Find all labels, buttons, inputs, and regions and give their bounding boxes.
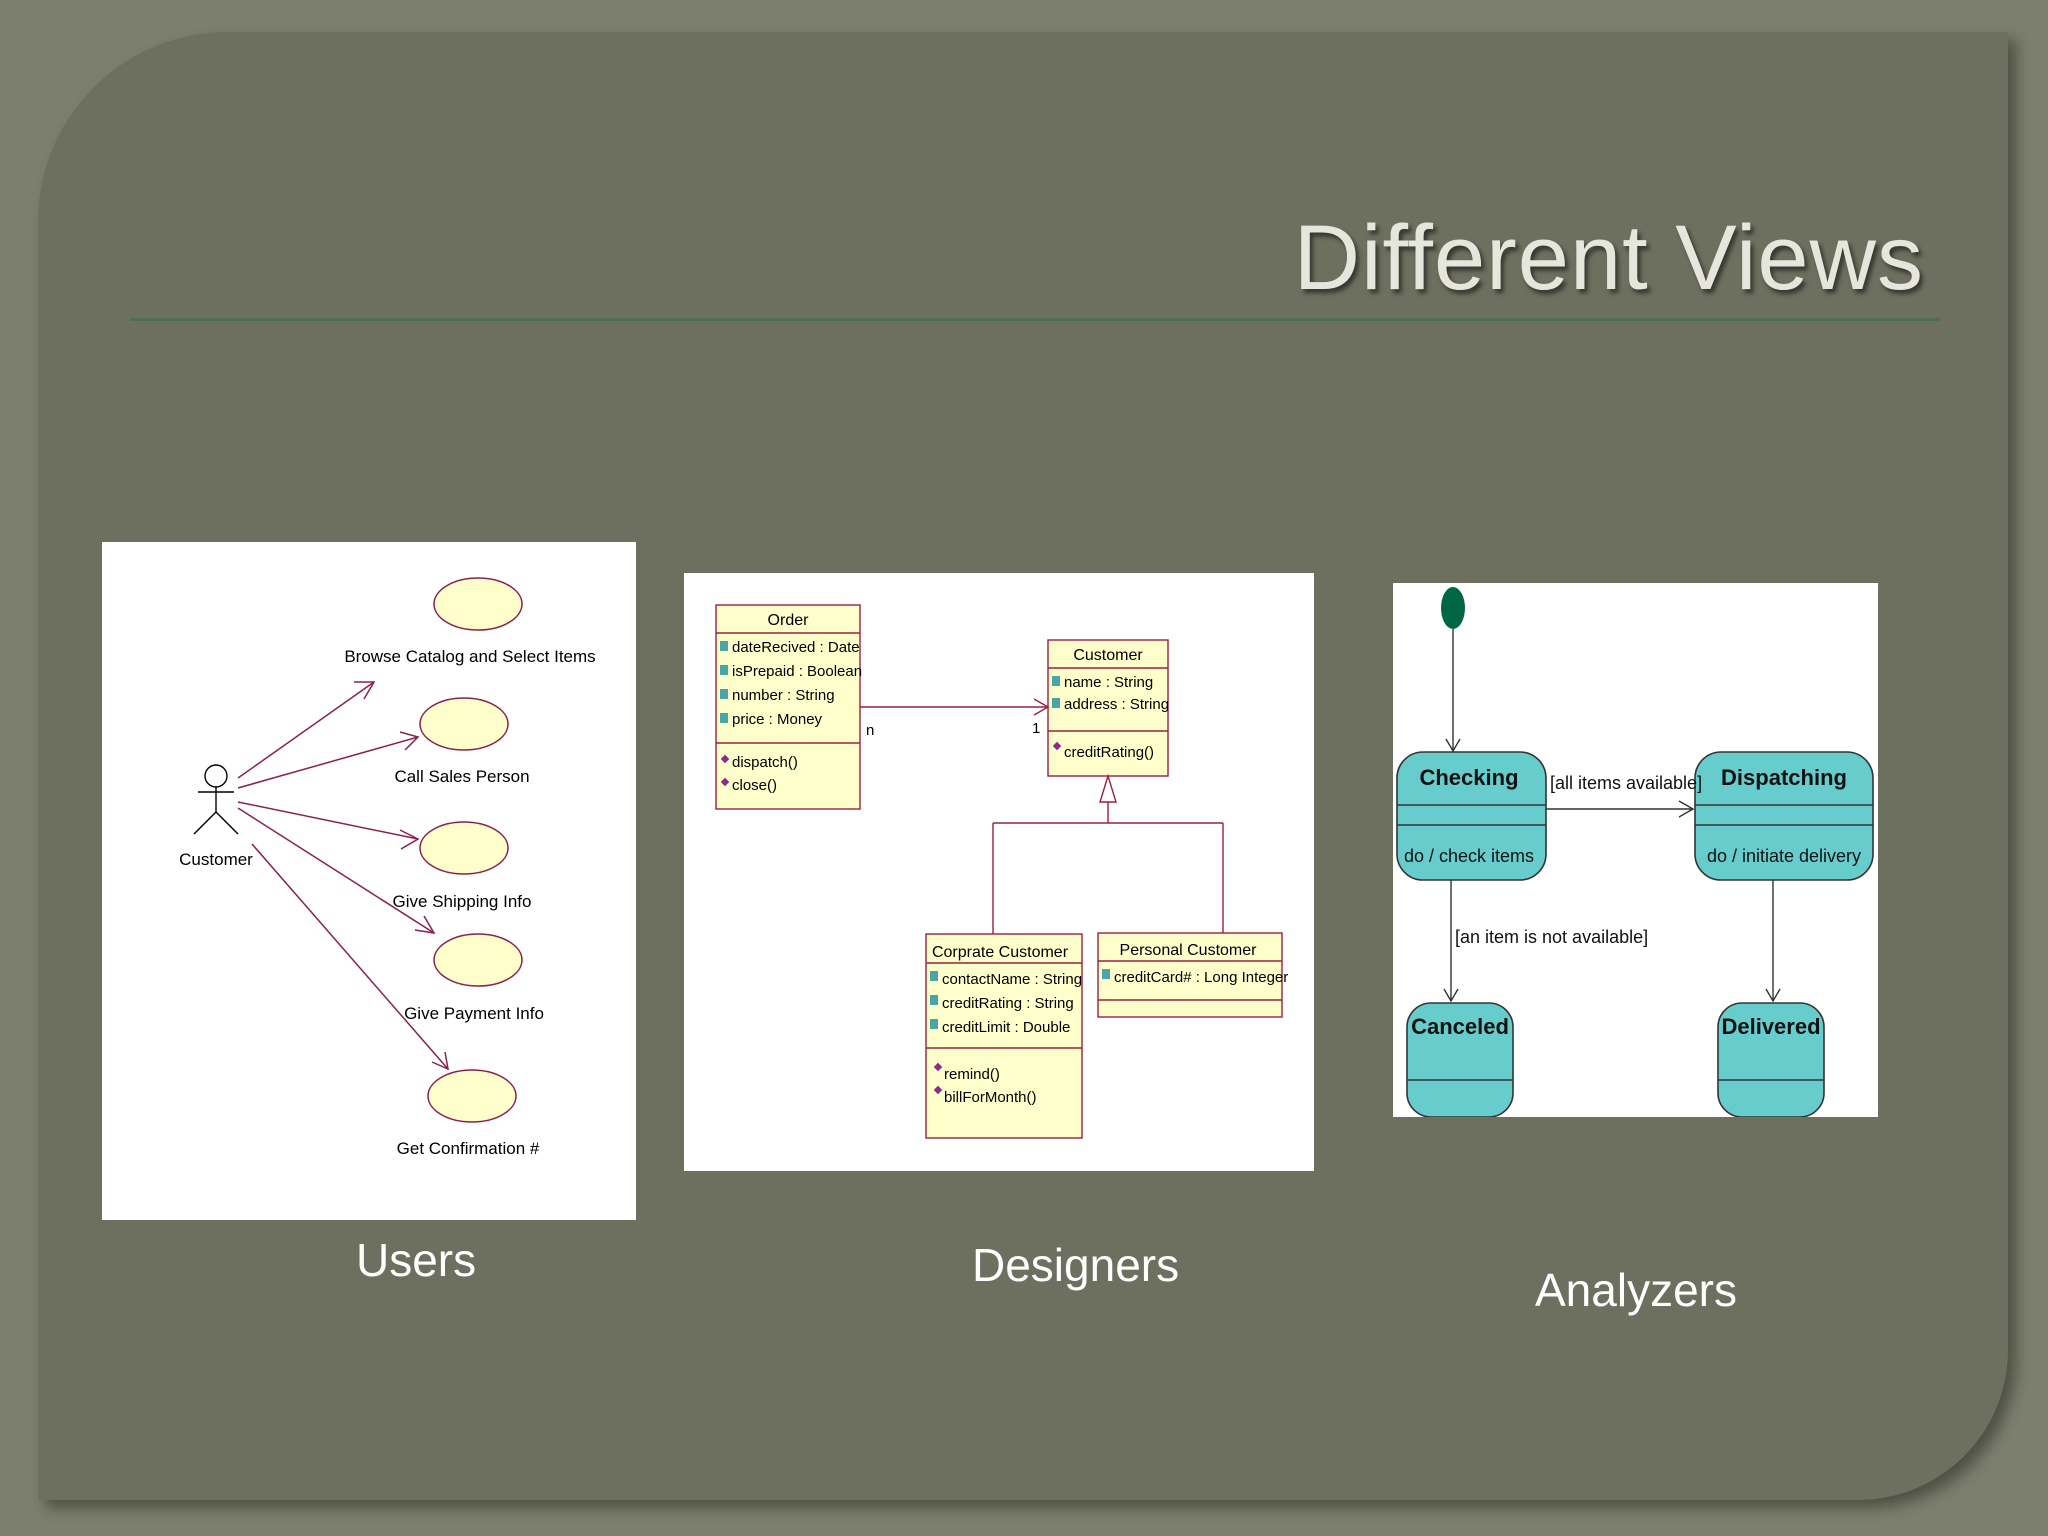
analyzers-caption: Analyzers [1535, 1264, 1737, 1316]
use-case-diagram: Customer Browse Catalog and Select Items… [179, 577, 596, 1158]
corporate-attribute: creditLimit : Double [942, 1019, 1070, 1036]
attribute-icon [1052, 698, 1060, 708]
customer-attribute: address : String [1064, 696, 1169, 713]
attribute-icon [930, 971, 938, 981]
order-attribute: price : Money [732, 711, 823, 728]
slide-title: Different Views [1293, 207, 1924, 309]
state-name: Dispatching [1721, 765, 1847, 790]
use-case-label: Get Confirmation # [397, 1139, 540, 1158]
association-line [860, 698, 1050, 716]
association-multiplicity: n [866, 722, 874, 739]
transition-guard: [all items available] [1550, 773, 1702, 793]
state-name: Canceled [1411, 1014, 1509, 1039]
customer-class-name: Customer [1073, 647, 1143, 664]
attribute-icon [720, 665, 728, 675]
personal-attribute: creditCard# : Long Integer [1114, 969, 1288, 986]
use-case-ellipse [427, 1069, 517, 1123]
generalization-arrow [1099, 773, 1117, 803]
use-case-label: Give Shipping Info [393, 892, 532, 911]
order-operation: dispatch() [732, 754, 798, 771]
corporate-class-name: Corprate Customer [932, 944, 1069, 961]
users-caption: Users [356, 1234, 477, 1286]
personal-customer-class [1097, 932, 1283, 1018]
initial-state [1441, 587, 1465, 629]
state-diagram-panel: Checking do / check items Dispatching do… [1393, 583, 1878, 1118]
state-name: Checking [1419, 765, 1518, 790]
order-attribute: number : String [732, 687, 835, 704]
state-delivered [1717, 1002, 1825, 1118]
use-case-label: Call Sales Person [394, 767, 529, 786]
use-case-ellipse [433, 933, 523, 987]
title-divider [130, 318, 1940, 321]
actor-icon [193, 764, 239, 835]
state-name: Delivered [1721, 1014, 1820, 1039]
state-dispatching [1694, 751, 1874, 881]
designers-caption: Designers [972, 1239, 1180, 1291]
state-transitions [1443, 629, 1781, 1003]
association-multiplicity: 1 [1032, 720, 1040, 737]
order-class [715, 604, 861, 810]
attribute-icon [720, 641, 728, 651]
actor-label: Customer [179, 850, 253, 869]
use-case-ellipse [419, 697, 509, 751]
corporate-operation: billForMonth() [944, 1089, 1037, 1106]
order-attribute: dateRecived : Date [732, 639, 860, 656]
class-diagram: Order dateRecived : Date isPrepaid : Boo… [715, 604, 1288, 1139]
class-diagram-panel: Order dateRecived : Date isPrepaid : Boo… [684, 573, 1314, 1171]
order-class-name: Order [768, 612, 810, 629]
state-diagram: Checking do / check items Dispatching do… [1396, 587, 1874, 1118]
transition-guard: [an item is not available] [1455, 927, 1648, 947]
order-attribute: isPrepaid : Boolean [732, 663, 862, 680]
use-case-diagram-panel: Customer Browse Catalog and Select Items… [102, 542, 636, 1220]
customer-attribute: name : String [1064, 674, 1153, 691]
state-activity: do / initiate delivery [1707, 846, 1861, 866]
state-checking [1396, 751, 1547, 881]
corporate-attribute: creditRating : String [942, 995, 1074, 1012]
corporate-operation: remind() [944, 1066, 1000, 1083]
order-operation: close() [732, 777, 777, 794]
attribute-icon [1052, 676, 1060, 686]
state-activity: do / check items [1404, 846, 1534, 866]
attribute-icon [720, 689, 728, 699]
generalization-lines [992, 802, 1224, 934]
use-case-label: Browse Catalog and Select Items [344, 647, 595, 666]
attribute-icon [1102, 969, 1110, 979]
attribute-icon [930, 1019, 938, 1029]
personal-class-name: Personal Customer [1120, 942, 1258, 959]
use-case-ellipse [433, 577, 523, 631]
use-case-associations [237, 681, 449, 1071]
attribute-icon [930, 995, 938, 1005]
use-case-ellipse [419, 821, 509, 875]
customer-operation: creditRating() [1064, 744, 1154, 761]
attribute-icon [720, 713, 728, 723]
corporate-attribute: contactName : String [942, 971, 1082, 988]
corporate-customer-class [925, 933, 1083, 1139]
use-case-label: Give Payment Info [404, 1004, 544, 1023]
